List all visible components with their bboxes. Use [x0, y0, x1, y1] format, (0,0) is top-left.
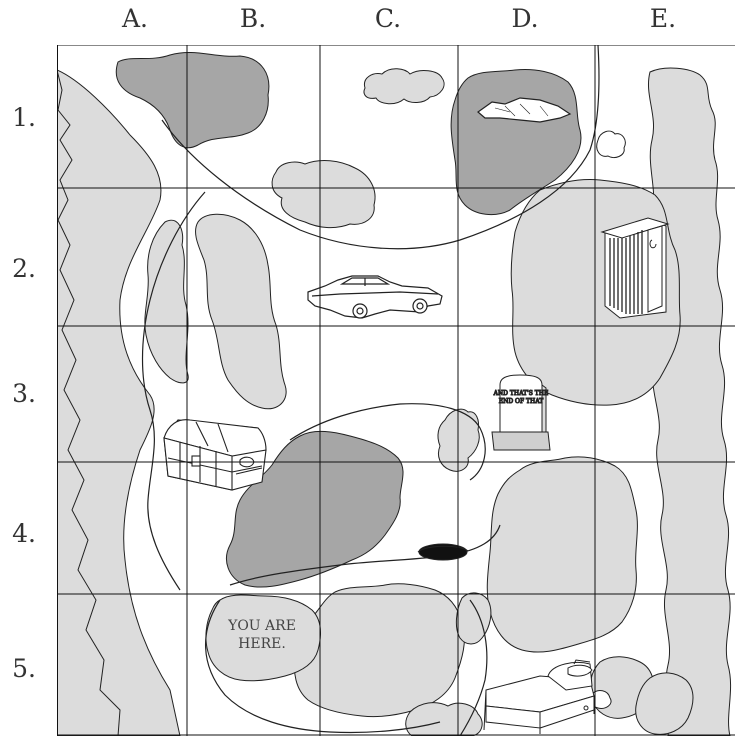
you-are-here-line-1: YOU ARE — [227, 618, 296, 634]
column-label-d: D. — [511, 4, 538, 33]
treasure-chest-icon — [163, 419, 267, 491]
bush-a2 — [144, 219, 189, 384]
gravestone-text-2: END OF THAT — [499, 398, 544, 405]
bush-c1 — [363, 68, 445, 105]
column-label-e: E. — [650, 4, 676, 33]
left-forest — [57, 69, 181, 736]
gravestone-text-1: AND THAT'S THE — [493, 390, 549, 397]
bush-c2 — [271, 160, 376, 229]
you-are-here-line-2: HERE. — [238, 636, 286, 652]
bush-you-are-here — [205, 594, 321, 682]
outhouse-icon — [600, 217, 670, 319]
trail-bottom — [459, 599, 488, 736]
bush-e5-b — [635, 672, 694, 735]
trail-chest — [141, 191, 206, 591]
bed-icon — [483, 659, 595, 734]
row-label-1: 1. — [12, 103, 36, 132]
trail-lower — [229, 524, 501, 586]
hole-rim — [417, 545, 469, 553]
column-label-c: C. — [375, 4, 401, 33]
right-forest — [648, 67, 732, 736]
trail-middle — [289, 403, 486, 481]
bush-c3 — [437, 408, 480, 472]
row-label-4: 4. — [12, 519, 36, 548]
row-label-3: 3. — [12, 379, 36, 408]
car-icon — [307, 275, 443, 319]
bush-b2 — [195, 213, 287, 410]
column-label-b: B. — [240, 4, 266, 33]
gravestone-icon — [491, 374, 551, 451]
row-label-5: 5. — [12, 654, 36, 683]
hole-icon — [418, 543, 468, 561]
trail-loop — [204, 599, 441, 734]
row-label-2: 2. — [12, 254, 36, 283]
map-grid — [57, 45, 735, 736]
bush-e1 — [596, 130, 626, 159]
dark-grove-a1 — [115, 52, 270, 149]
bush-d5 — [455, 592, 492, 645]
dark-grove-b4 — [226, 430, 404, 588]
rock-icon — [477, 97, 572, 123]
rock-shading — [494, 103, 549, 117]
column-label-a: A. — [121, 4, 148, 33]
bush-d4 — [486, 456, 638, 653]
bush-d5-bottom — [405, 702, 483, 736]
map-area: AND THAT'S THE END OF THAT — [57, 45, 735, 736]
